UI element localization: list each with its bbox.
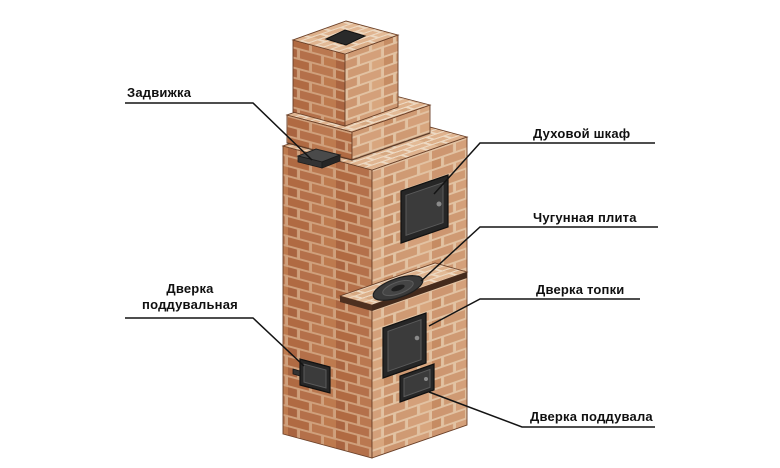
leader-firebox-door bbox=[428, 298, 640, 327]
cooktop-shelf bbox=[338, 262, 469, 311]
chimney bbox=[291, 20, 400, 127]
shelf-front-edge bbox=[340, 296, 372, 311]
chimney-front-face bbox=[292, 39, 346, 127]
damper-plate bbox=[296, 148, 342, 169]
label-firebox-door: Дверка топки bbox=[536, 282, 625, 297]
ash-door-side-panel bbox=[303, 363, 327, 389]
ash-door-side bbox=[292, 358, 331, 394]
ash-door-bottom-panel bbox=[403, 368, 431, 398]
leader-lines bbox=[125, 102, 658, 428]
firebox-door-handle bbox=[414, 335, 420, 341]
leader-damper bbox=[125, 102, 313, 161]
label-oven: Духовой шкаф bbox=[533, 126, 631, 141]
label-ash-door-side: Дверка поддувальная bbox=[142, 281, 238, 313]
leader-cast-iron-plate bbox=[420, 226, 658, 282]
flue-opening bbox=[324, 29, 367, 46]
oven-door-handle bbox=[436, 201, 442, 207]
label-ash-door-bottom: Дверка поддувала bbox=[530, 409, 653, 424]
label-damper: Задвижка bbox=[127, 85, 192, 100]
ash-door-side-handle bbox=[292, 368, 301, 377]
cornice-shadow-edge bbox=[286, 132, 431, 162]
leader-ash-door-bottom bbox=[428, 391, 655, 428]
label-cast-iron-plate: Чугунная плита bbox=[533, 210, 637, 225]
damper-right-edge bbox=[321, 154, 341, 169]
shelf-right-edge bbox=[372, 272, 467, 311]
firebox-door bbox=[382, 312, 427, 379]
firebox-door-panel bbox=[387, 318, 422, 373]
ash-door-bottom-handle bbox=[424, 377, 428, 381]
leader-oven bbox=[433, 142, 655, 195]
oven-door-panel bbox=[405, 182, 444, 236]
leader-ash-door-side bbox=[125, 317, 305, 367]
ash-door-bottom bbox=[399, 363, 435, 403]
